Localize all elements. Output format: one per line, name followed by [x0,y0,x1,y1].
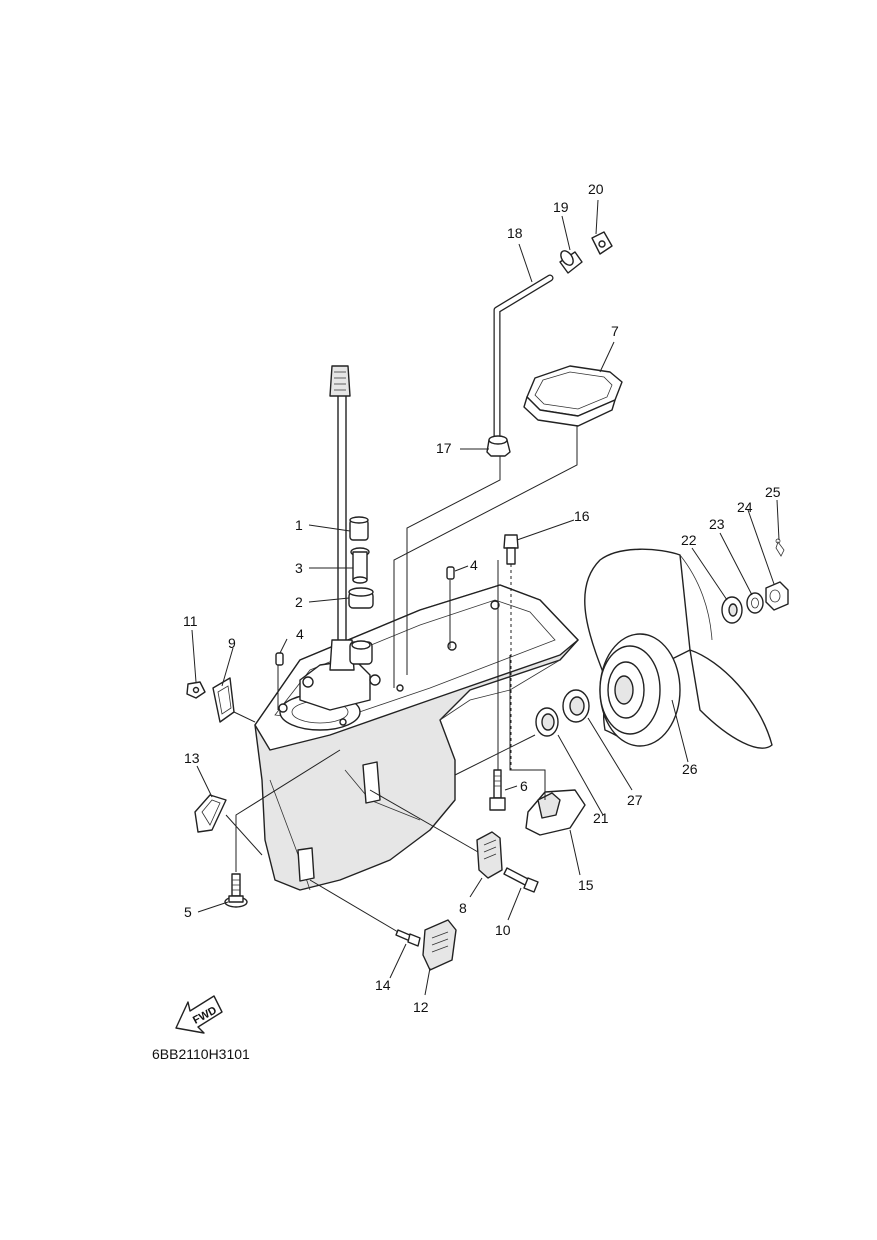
diagram-code: 6BB2110H3101 [152,1046,250,1062]
cotter-pin-25 [775,538,785,557]
callout-3: 3 [295,560,303,576]
spacer-22 [721,596,743,624]
callout-13: 13 [184,750,200,766]
seal-2b [349,640,373,665]
callout-21: 21 [593,810,609,826]
bushing-3 [350,547,370,584]
seal-21 [535,707,559,737]
bolt-16 [503,534,519,565]
propeller-26 [584,548,773,749]
bolt-14 [395,929,421,947]
water-tube-18 [493,274,554,444]
washer-23 [746,592,764,614]
callout-26: 26 [682,761,698,777]
anode-8 [476,831,503,879]
dowel-pin-right [446,566,455,580]
gasket-7 [523,365,623,427]
bolt-10 [503,867,539,893]
grommet-17 [486,435,511,457]
collar-1 [349,516,369,541]
anode-9 [212,677,235,723]
nut-24 [765,581,789,611]
callout-11: 11 [183,613,198,629]
dowel-pin-left [275,652,284,666]
callout-27: 27 [627,792,643,808]
drive-shaft [329,365,355,671]
callout-16: 16 [574,508,590,524]
callout-12: 12 [413,999,429,1015]
callout-22: 22 [681,532,697,548]
callout-20: 20 [588,181,604,197]
callout-14: 14 [375,977,391,993]
callout-7: 7 [611,323,619,339]
callout-25: 25 [765,484,781,500]
bolt-6 [489,769,506,811]
callout-15: 15 [578,877,594,893]
callout-23: 23 [709,516,725,532]
guide-lines [225,425,578,933]
anode-13 [194,794,227,833]
callout-4-right: 4 [470,557,478,573]
callout-2: 2 [295,594,303,610]
callout-1: 1 [295,517,303,533]
callout-8: 8 [459,900,467,916]
seal-2 [348,587,374,609]
callout-4-left: 4 [296,626,304,642]
bolt-5 [224,873,248,908]
callout-19: 19 [553,199,569,215]
leader-lines [191,199,780,996]
seal-20 [591,231,613,255]
callout-24: 24 [737,499,753,515]
cap-15 [525,789,586,836]
nut-11 [186,681,206,699]
callout-18: 18 [507,225,523,241]
fwd-arrow: FWD [175,995,223,1034]
anode-12 [422,919,457,971]
callout-6: 6 [520,778,528,794]
callout-10: 10 [495,922,511,938]
grommet-19 [559,250,583,274]
callout-9: 9 [228,635,236,651]
callout-labels: 1 2 3 4 4 5 6 7 8 9 10 11 12 13 14 15 16… [183,181,781,1015]
callout-17: 17 [436,440,452,456]
seal-27 [562,689,590,723]
callout-5: 5 [184,904,192,920]
